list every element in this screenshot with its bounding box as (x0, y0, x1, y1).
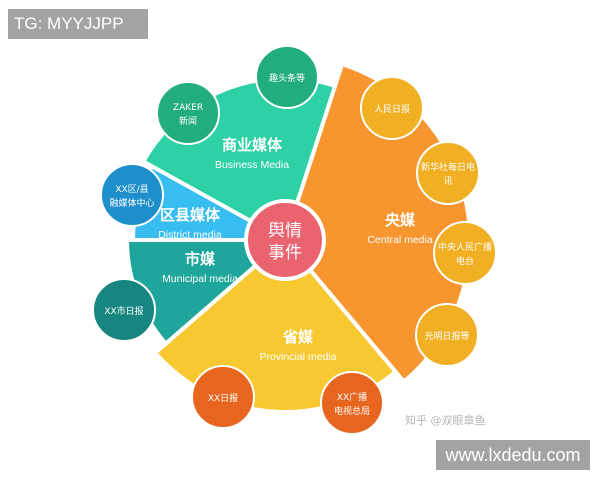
business-title: 商业媒体 (222, 136, 283, 154)
bubble-label: 融媒体中心 (109, 197, 154, 209)
district-title: 区县媒体 (160, 206, 221, 224)
bubble-circle (255, 45, 319, 109)
business-bubble: 趣头条等 (255, 45, 319, 109)
bubble-label: 讯 (443, 176, 452, 187)
business-subtitle: Business Media (215, 159, 289, 171)
bubble-circle (433, 221, 497, 285)
bubble-circle (156, 81, 220, 145)
bubble-circle (100, 163, 164, 227)
bubble-label: 中央人民广播 (438, 241, 492, 253)
bubble-label: 光明日报等 (424, 330, 469, 342)
bubble-circle (416, 141, 480, 205)
bubble-label: ZAKER (173, 103, 203, 113)
center-label-line2: 事件 (268, 243, 302, 263)
central-subtitle: Central media (367, 234, 433, 246)
bubble-label: 电台 (456, 255, 474, 267)
bubble-label: 趣头条等 (269, 72, 305, 84)
central-bubble: 光明日报等 (415, 303, 479, 367)
bubble-label: XX广播 (337, 391, 367, 403)
bubble-label: XX区/县 (115, 184, 148, 195)
center-circle (244, 199, 326, 281)
provincial-title: 省媒 (282, 328, 314, 346)
site-label: www.lxdedu.com (436, 440, 590, 470)
bubble-label: 新闻 (179, 115, 197, 127)
bubble-circle (92, 278, 156, 342)
central-title: 央媒 (385, 211, 416, 229)
bubble-label: XX日报 (208, 392, 238, 404)
provincial-bubble: XX日报 (191, 365, 255, 429)
bubble-circle (415, 303, 479, 367)
center-label-line1: 舆情 (268, 221, 302, 241)
bubble-circle (360, 76, 424, 140)
bubble-circle (191, 365, 255, 429)
district-subtitle: District media (158, 229, 222, 241)
bubble-label: 人民日报 (374, 103, 410, 115)
municipal-subtitle: Municipal media (162, 273, 238, 285)
municipal-bubble: XX市日报 (92, 278, 156, 342)
top-tag-label: TG: MYYJJPP (8, 9, 148, 39)
central-bubble: 人民日报 (360, 76, 424, 140)
bubble-circle (320, 371, 384, 435)
bubble-label: 电视总局 (334, 405, 370, 417)
provincial-subtitle: Provincial media (259, 351, 336, 363)
watermark: 知乎 @双眼章鱼 (405, 414, 486, 427)
bubble-label: 新华社每日电 (421, 161, 475, 173)
municipal-title: 市媒 (185, 250, 216, 268)
business-bubble: ZAKER 新闻 (156, 81, 220, 145)
bubble-label: XX市日报 (104, 305, 143, 317)
